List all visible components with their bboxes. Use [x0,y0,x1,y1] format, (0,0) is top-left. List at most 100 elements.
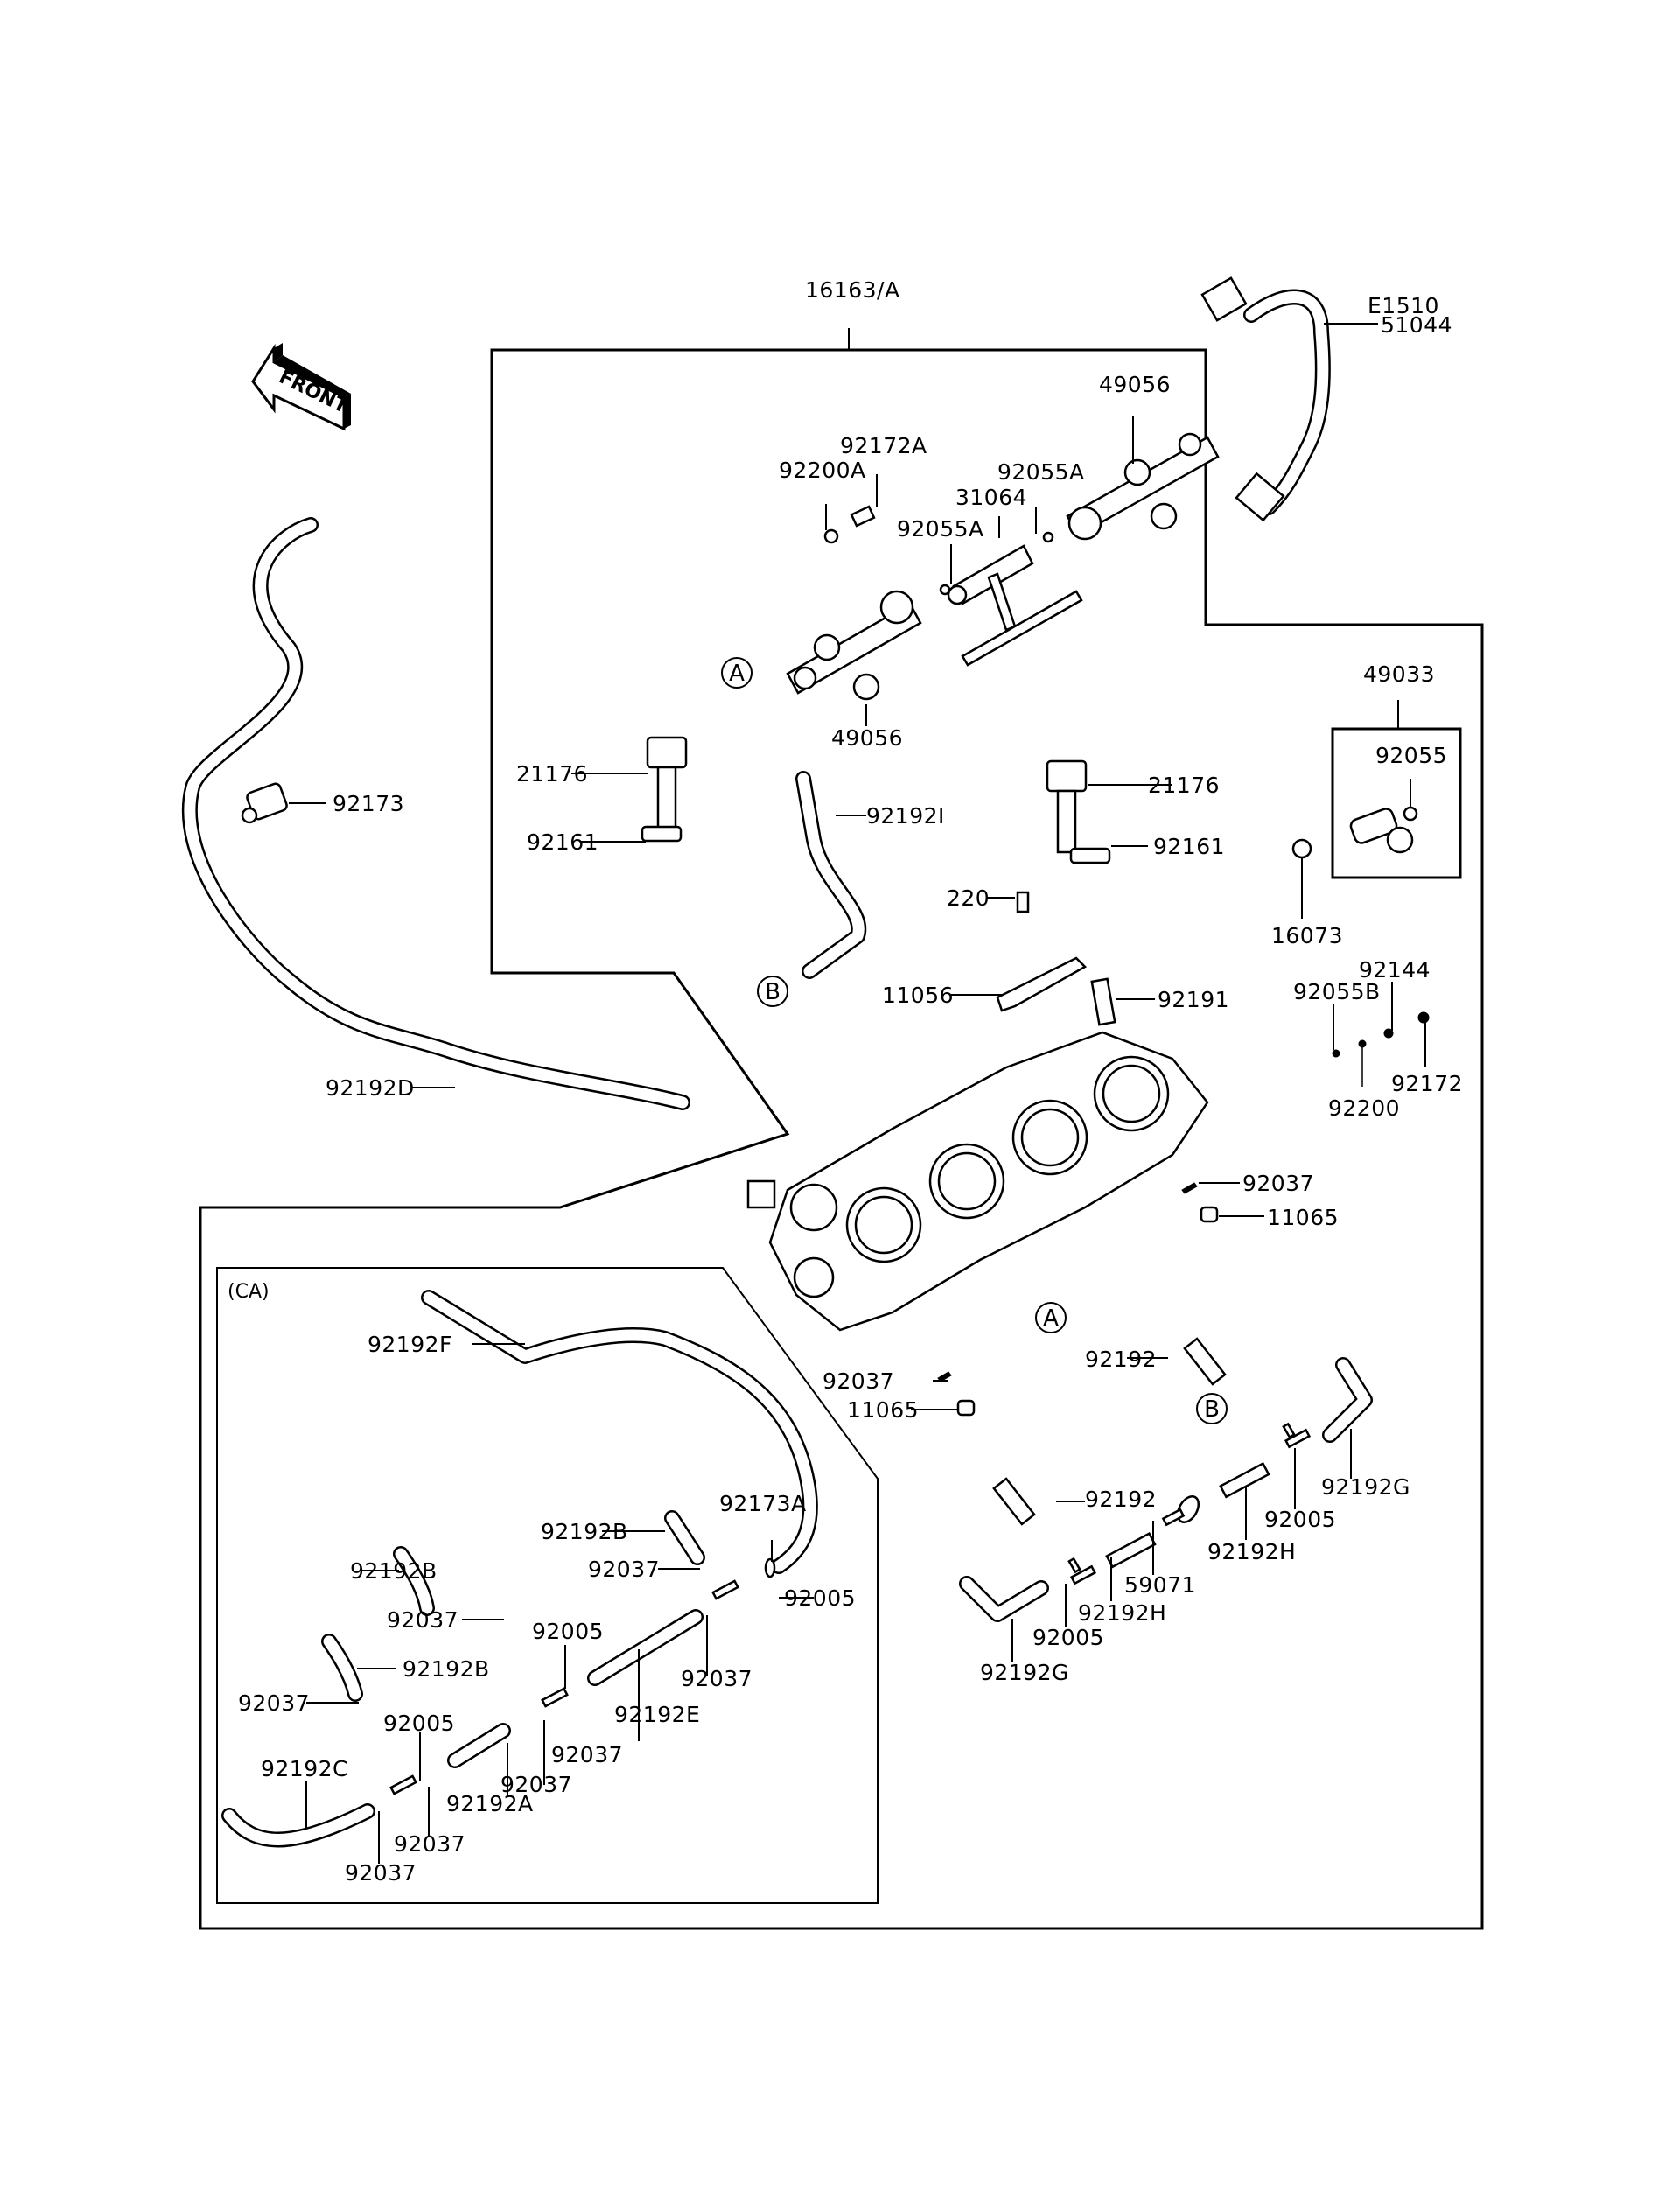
part-label: 11065 [847,1397,919,1423]
hose-92192B-3 [321,1634,363,1702]
ca-part-label: 92005 [383,1711,455,1736]
part-label: 49056 [1099,372,1171,397]
part-label: 92161 [1153,834,1225,859]
part-label: 21176 [516,761,588,787]
part-label: 49033 [1363,661,1435,687]
ca-part-label: 92037 [394,1831,466,1857]
part-label: 16073 [1271,923,1343,948]
part-92144 [1383,1028,1394,1039]
hose-92192-upper [1183,1337,1227,1386]
ca-part-label: 92037 [588,1557,660,1582]
svg-text:B: B [765,979,780,1005]
inset-label-ca: (CA) [228,1281,270,1303]
part-label: 92037 [1242,1171,1314,1196]
outer-frame [199,348,1484,1930]
part-label: 51044 [1381,312,1452,338]
ca-part-label: 92192B [541,1519,628,1544]
part-label: 92191 [1158,987,1229,1012]
hose-92192H-left [1105,1531,1157,1569]
hose-92192D [181,517,690,1110]
part-92055A-oring-2 [1042,531,1054,543]
callout-a-lower: A [1035,1302,1067,1333]
part-label: 11056 [882,983,954,1008]
hose-92192E [587,1609,704,1686]
ca-part-label: 92192C [261,1756,348,1781]
part-92172A-bolt [850,505,876,528]
part-label: 92055A [897,516,984,542]
hose-92191 [1090,977,1116,1026]
bracket-11056 [996,956,1088,1012]
washer-16073 [1292,838,1312,859]
part-label: 31064 [956,485,1027,510]
part-label: 92200 [1328,1095,1400,1121]
ca-part-label: 92192B [350,1558,438,1584]
ca-part-label: 92037 [500,1772,572,1797]
ca-part-label: 92037 [387,1607,458,1633]
hose-92192A [447,1723,511,1768]
front-arrow-icon: FRONT [251,343,351,431]
sensor-49033 [1349,806,1418,854]
ca-part-label: 92192A [446,1791,534,1816]
hose-92192-lower [992,1477,1036,1526]
part-label: 92005 [1032,1625,1104,1650]
hose-92192I [795,771,867,979]
ca-part-label: 92037 [345,1860,416,1886]
clamp-92173A [764,1557,776,1578]
part-label: 11065 [1267,1205,1339,1230]
part-label: 92172 [1391,1071,1463,1096]
hose-92192C [221,1803,375,1848]
part-92173-clip [241,782,288,824]
part-label: 92055 [1376,743,1447,768]
part-label: 92161 [527,829,598,855]
screw-220 [1016,891,1030,913]
throttle-body [746,1031,1209,1332]
hose-92192F [421,1290,818,1574]
cap-11065-middle [956,1399,976,1417]
part-92055B [1332,1049,1340,1058]
part-label: 92192 [1085,1487,1157,1512]
hose-92192B-1 [664,1510,705,1565]
injector-left-21176 [640,736,688,843]
svg-text:A: A [1043,1305,1059,1332]
part-label: 92192G [1321,1474,1410,1500]
part-92200A-washer [823,528,839,544]
part-label: 92192H [1078,1600,1166,1626]
cap-11065-right [1200,1206,1219,1223]
part-label: 92192H [1208,1539,1296,1564]
diagram-code: E1510 [1368,293,1439,318]
hose-92192G-left [959,1576,1049,1622]
assembly-box-49033 [1331,727,1462,879]
callout-b-upper: B [757,976,788,1007]
fuel-hose-51044 [1200,276,1331,522]
part-label: 92055B [1293,979,1381,1004]
inset-box-ca [216,1267,878,1904]
valve-59071 [1161,1495,1200,1527]
hose-92192B-2 [393,1546,435,1616]
fuel-pipe-31064 [947,544,1083,667]
tee-92005-right [1282,1422,1312,1449]
part-label: 92005 [1264,1507,1336,1532]
part-label: 49056 [831,725,903,751]
part-label: 92192 [1085,1347,1157,1372]
ca-part-label: 92192E [614,1702,700,1727]
part-92055A-oring-1 [939,584,951,596]
tee-92005-ca-2 [541,1687,569,1708]
callout-a-upper: A [721,657,752,689]
part-label: 92037 [822,1368,894,1394]
leader-lines [289,323,1426,1864]
part-label: 92055A [998,459,1085,485]
fuel-rail-upper-49056 [1066,432,1220,541]
ca-part-label: 92037 [238,1690,310,1716]
ca-part-label: 92173A [719,1491,807,1516]
part-label: 16163/A [805,277,900,303]
part-label: 92172A [840,433,928,458]
tee-92005-ca-3 [389,1774,417,1795]
part-label: 92173 [332,791,404,816]
tee-92005-ca-1 [711,1579,739,1600]
part-label: 92200A [779,458,866,483]
svg-text:B: B [1204,1396,1220,1423]
ca-part-label: 92005 [532,1619,604,1644]
callout-b-lower: B [1196,1393,1228,1424]
hose-92192G-right [1322,1357,1373,1443]
